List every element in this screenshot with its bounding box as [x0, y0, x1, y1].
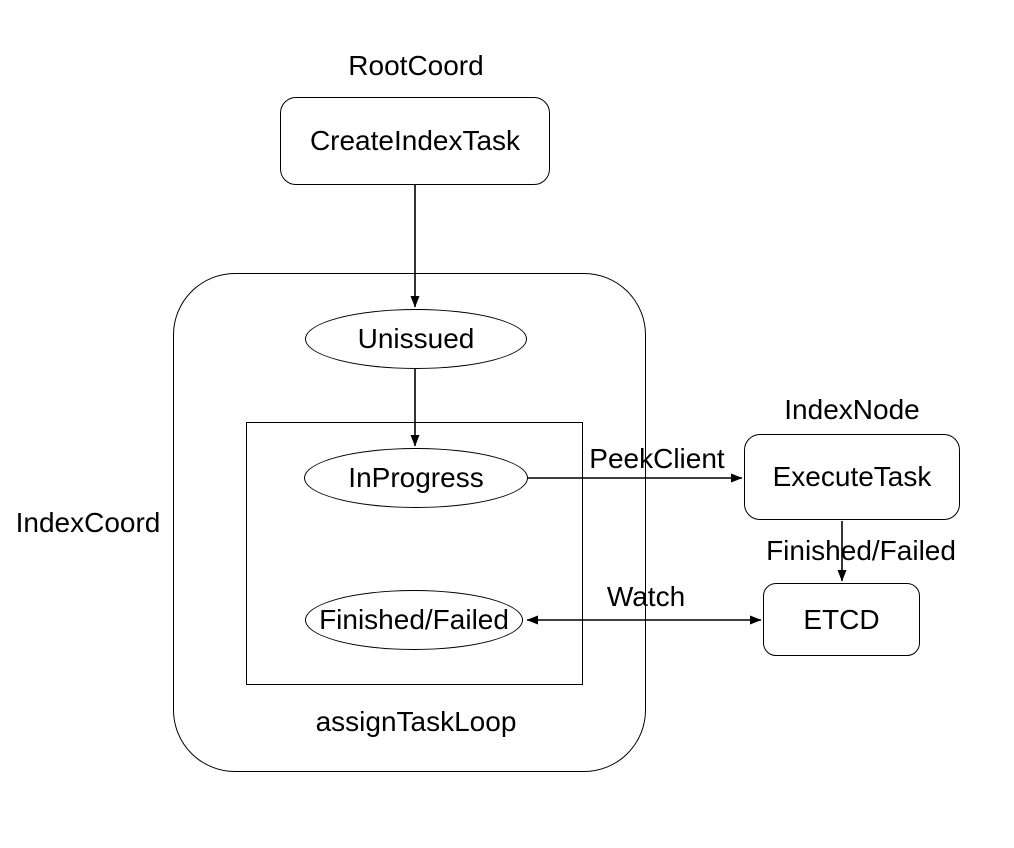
node-etcd-label: ETCD [803, 603, 880, 635]
assign-task-loop-label: assignTaskLoop [315, 706, 517, 737]
node-etcd: ETCD [763, 583, 920, 656]
node-finished-failed: Finished/Failed [305, 590, 523, 650]
index-coord-container [173, 273, 646, 772]
node-execute-task: ExecuteTask [744, 434, 960, 520]
node-create-index-task: CreateIndexTask [280, 97, 550, 185]
index-coord-label: IndexCoord [15, 507, 161, 538]
node-unissued-label: Unissued [357, 323, 475, 354]
root-coord-label: RootCoord [348, 50, 484, 81]
node-unissued: Unissued [305, 309, 527, 369]
watch-edge-label: Watch [606, 581, 686, 612]
index-node-label: IndexNode [784, 394, 920, 425]
node-create-index-task-label: CreateIndexTask [309, 125, 521, 156]
finished-failed-edge-label: Finished/Failed [766, 535, 956, 566]
node-in-progress: InProgress [304, 448, 528, 508]
peek-client-edge-label: PeekClient [589, 443, 725, 474]
node-in-progress-label: InProgress [348, 462, 484, 493]
node-execute-task-label: ExecuteTask [772, 461, 932, 492]
node-finished-failed-label: Finished/Failed [319, 604, 509, 635]
